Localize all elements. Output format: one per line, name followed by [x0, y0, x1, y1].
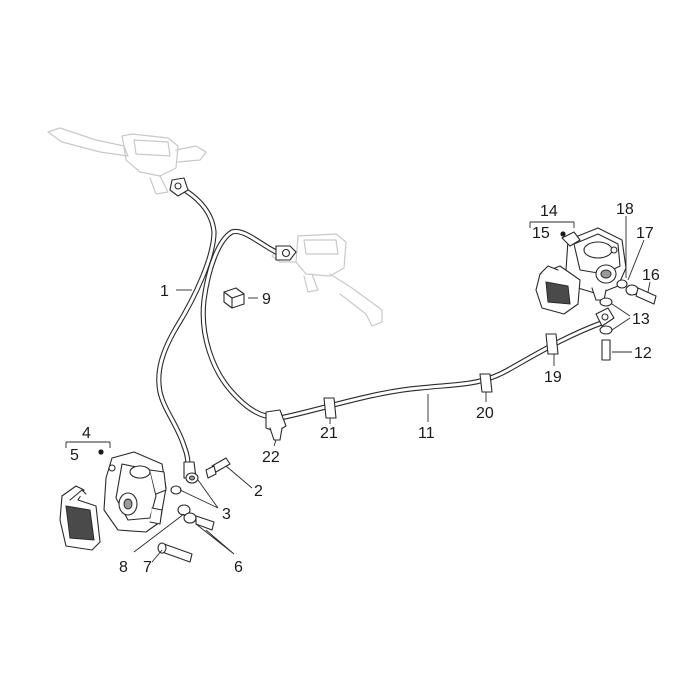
- kit-dot-4: [98, 449, 104, 455]
- leader-4: [65, 441, 111, 448]
- washer-13a: [599, 297, 613, 307]
- washer-13b: [599, 325, 613, 335]
- callout-22: 22: [262, 449, 280, 466]
- retainer-9: [223, 287, 245, 309]
- washer-17: [616, 279, 628, 289]
- brake-hose-1: [156, 177, 217, 479]
- leader-17: [627, 239, 645, 281]
- leader-14: [529, 221, 575, 228]
- callout-11: 11: [418, 425, 435, 442]
- leader-2: [225, 465, 253, 489]
- callout-8: 8: [119, 559, 128, 576]
- callout-2: 2: [254, 483, 263, 500]
- bolt-6a: [195, 515, 215, 531]
- rear-bolts: [595, 279, 657, 361]
- bolt-12: [601, 339, 611, 361]
- ghost-rear-lever: [271, 233, 383, 327]
- front-brake-pads: [59, 485, 101, 551]
- hose-clips: [265, 333, 559, 441]
- clip-21: [323, 397, 337, 419]
- callout-15: 15: [532, 225, 550, 242]
- kit-dot-14: [560, 231, 566, 237]
- callout-6: 6: [234, 559, 243, 576]
- leader-13: [611, 303, 631, 331]
- callout-12: 12: [634, 345, 652, 362]
- leader-6: [195, 523, 235, 555]
- leader-lines: [65, 216, 651, 563]
- front-bolts: [157, 457, 231, 563]
- callout-7: 7: [143, 559, 152, 576]
- callout-16: 16: [642, 267, 660, 284]
- clip-19: [545, 333, 559, 355]
- callout-13: 13: [632, 311, 650, 328]
- callout-14: 14: [540, 203, 558, 220]
- callout-1: 1: [160, 283, 169, 300]
- clip-20: [479, 373, 493, 393]
- bolt-16: [635, 287, 657, 305]
- callout-3: 3: [222, 506, 231, 523]
- leader-16: [647, 281, 651, 293]
- bolt-7: [161, 543, 193, 563]
- callout-20: 20: [476, 405, 494, 422]
- leader-22: [273, 439, 277, 447]
- rear-brake-pads: [535, 265, 581, 315]
- callout-21: 21: [320, 425, 338, 442]
- leader-8: [133, 513, 185, 553]
- callout-18: 18: [616, 201, 634, 218]
- leader-7: [151, 549, 163, 563]
- callout-9: 9: [262, 291, 271, 308]
- callout-4: 4: [82, 425, 91, 442]
- front-caliper: [103, 451, 167, 533]
- washer-8b: [183, 512, 197, 524]
- washer-3a: [170, 485, 182, 495]
- washer-8a: [177, 504, 191, 516]
- brake-hose-11: [200, 228, 607, 421]
- callout-19: 19: [544, 369, 562, 386]
- callout-5: 5: [70, 447, 79, 464]
- leader-3: [179, 479, 219, 509]
- callout-17: 17: [636, 225, 654, 242]
- clip-22-tab: [269, 427, 283, 441]
- ghost-front-lever: [47, 127, 207, 195]
